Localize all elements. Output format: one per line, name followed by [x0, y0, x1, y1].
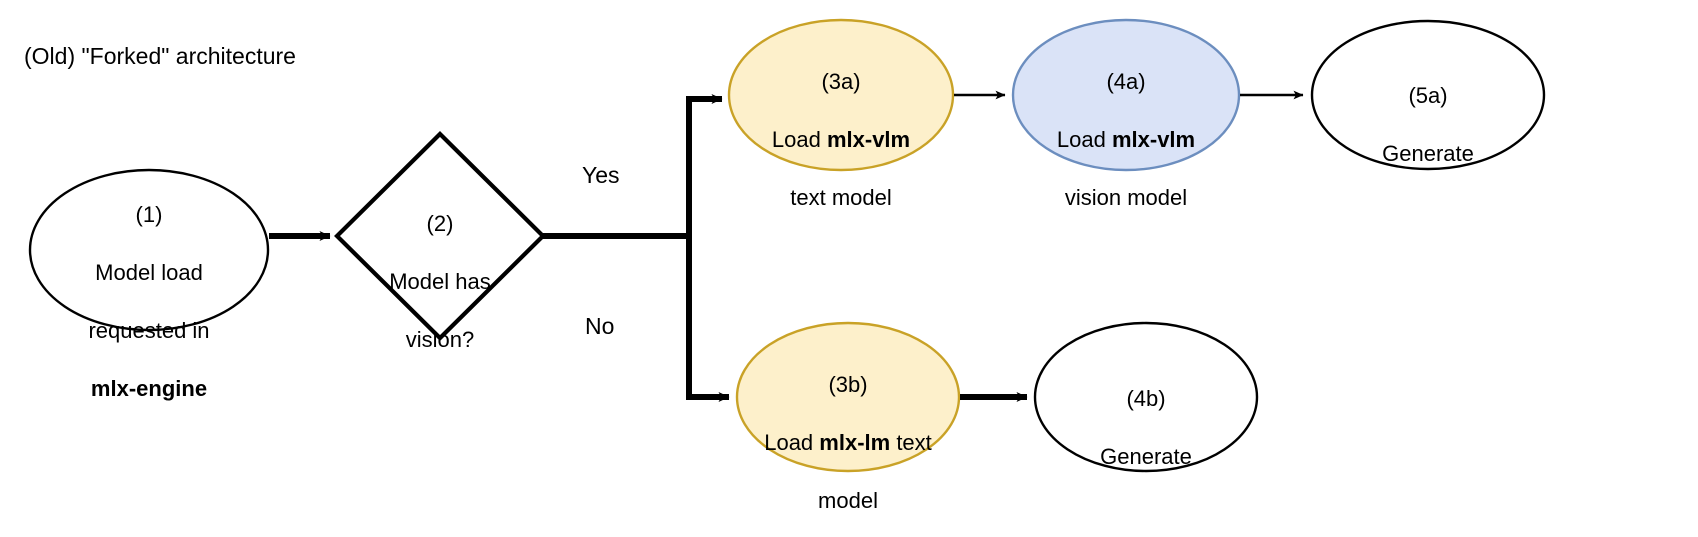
node-shape-n4b[interactable]	[1033, 321, 1259, 473]
node-shape-n5a[interactable]	[1310, 19, 1546, 171]
node-shape-n2[interactable]	[334, 131, 546, 341]
node-shape-n1[interactable]	[28, 168, 270, 332]
node-shape-n4a[interactable]	[1011, 18, 1241, 172]
edge-branch-to-n3b	[686, 236, 730, 402]
node-shape-n3a[interactable]	[727, 18, 955, 172]
edge-branch-to-n3a	[686, 94, 723, 236]
edge-label-no: No	[585, 313, 615, 339]
node-shape-n3b[interactable]	[735, 321, 961, 473]
diagram-title: (Old) "Forked" architecture	[24, 43, 296, 69]
edge-label-yes: Yes	[582, 162, 620, 188]
